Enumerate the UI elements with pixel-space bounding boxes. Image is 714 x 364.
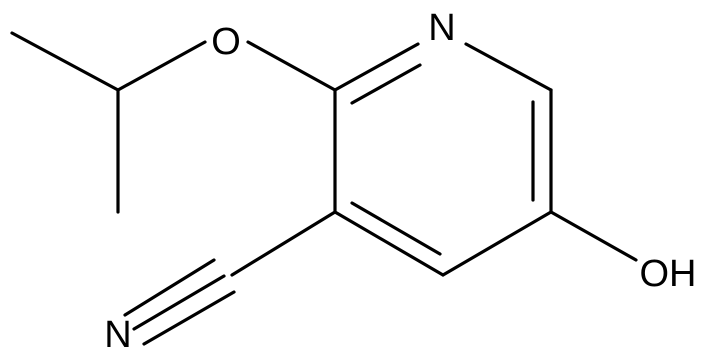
bond-c4-c3-inner [350, 201, 442, 256]
bond-c5-c4 [441, 210, 553, 277]
bond-c3-nitrile-c [230, 210, 337, 277]
atom-label-hydroxyl: OH [640, 253, 697, 295]
bond-n1-c6 [464, 42, 553, 92]
bond-ch-oxygen [116, 40, 207, 92]
atom-label-ether-oxygen: O [211, 21, 241, 63]
bond-nitrile-triple-3 [142, 290, 236, 346]
bond-c5-hydroxyl [549, 210, 638, 262]
bond-nitrile-triple-2 [132, 274, 226, 331]
bond-nitrile-triple-1 [123, 258, 216, 317]
atom-label-ring-nitrogen: N [428, 7, 455, 49]
bond-methyl1-ch [10, 31, 120, 92]
bond-c2-n1-inner [350, 63, 422, 105]
bond-c2-n1 [333, 42, 420, 92]
bond-c4-c3 [333, 210, 445, 277]
atom-label-nitrile-nitrogen: N [104, 314, 131, 356]
bond-oxygen-c2 [246, 40, 337, 92]
